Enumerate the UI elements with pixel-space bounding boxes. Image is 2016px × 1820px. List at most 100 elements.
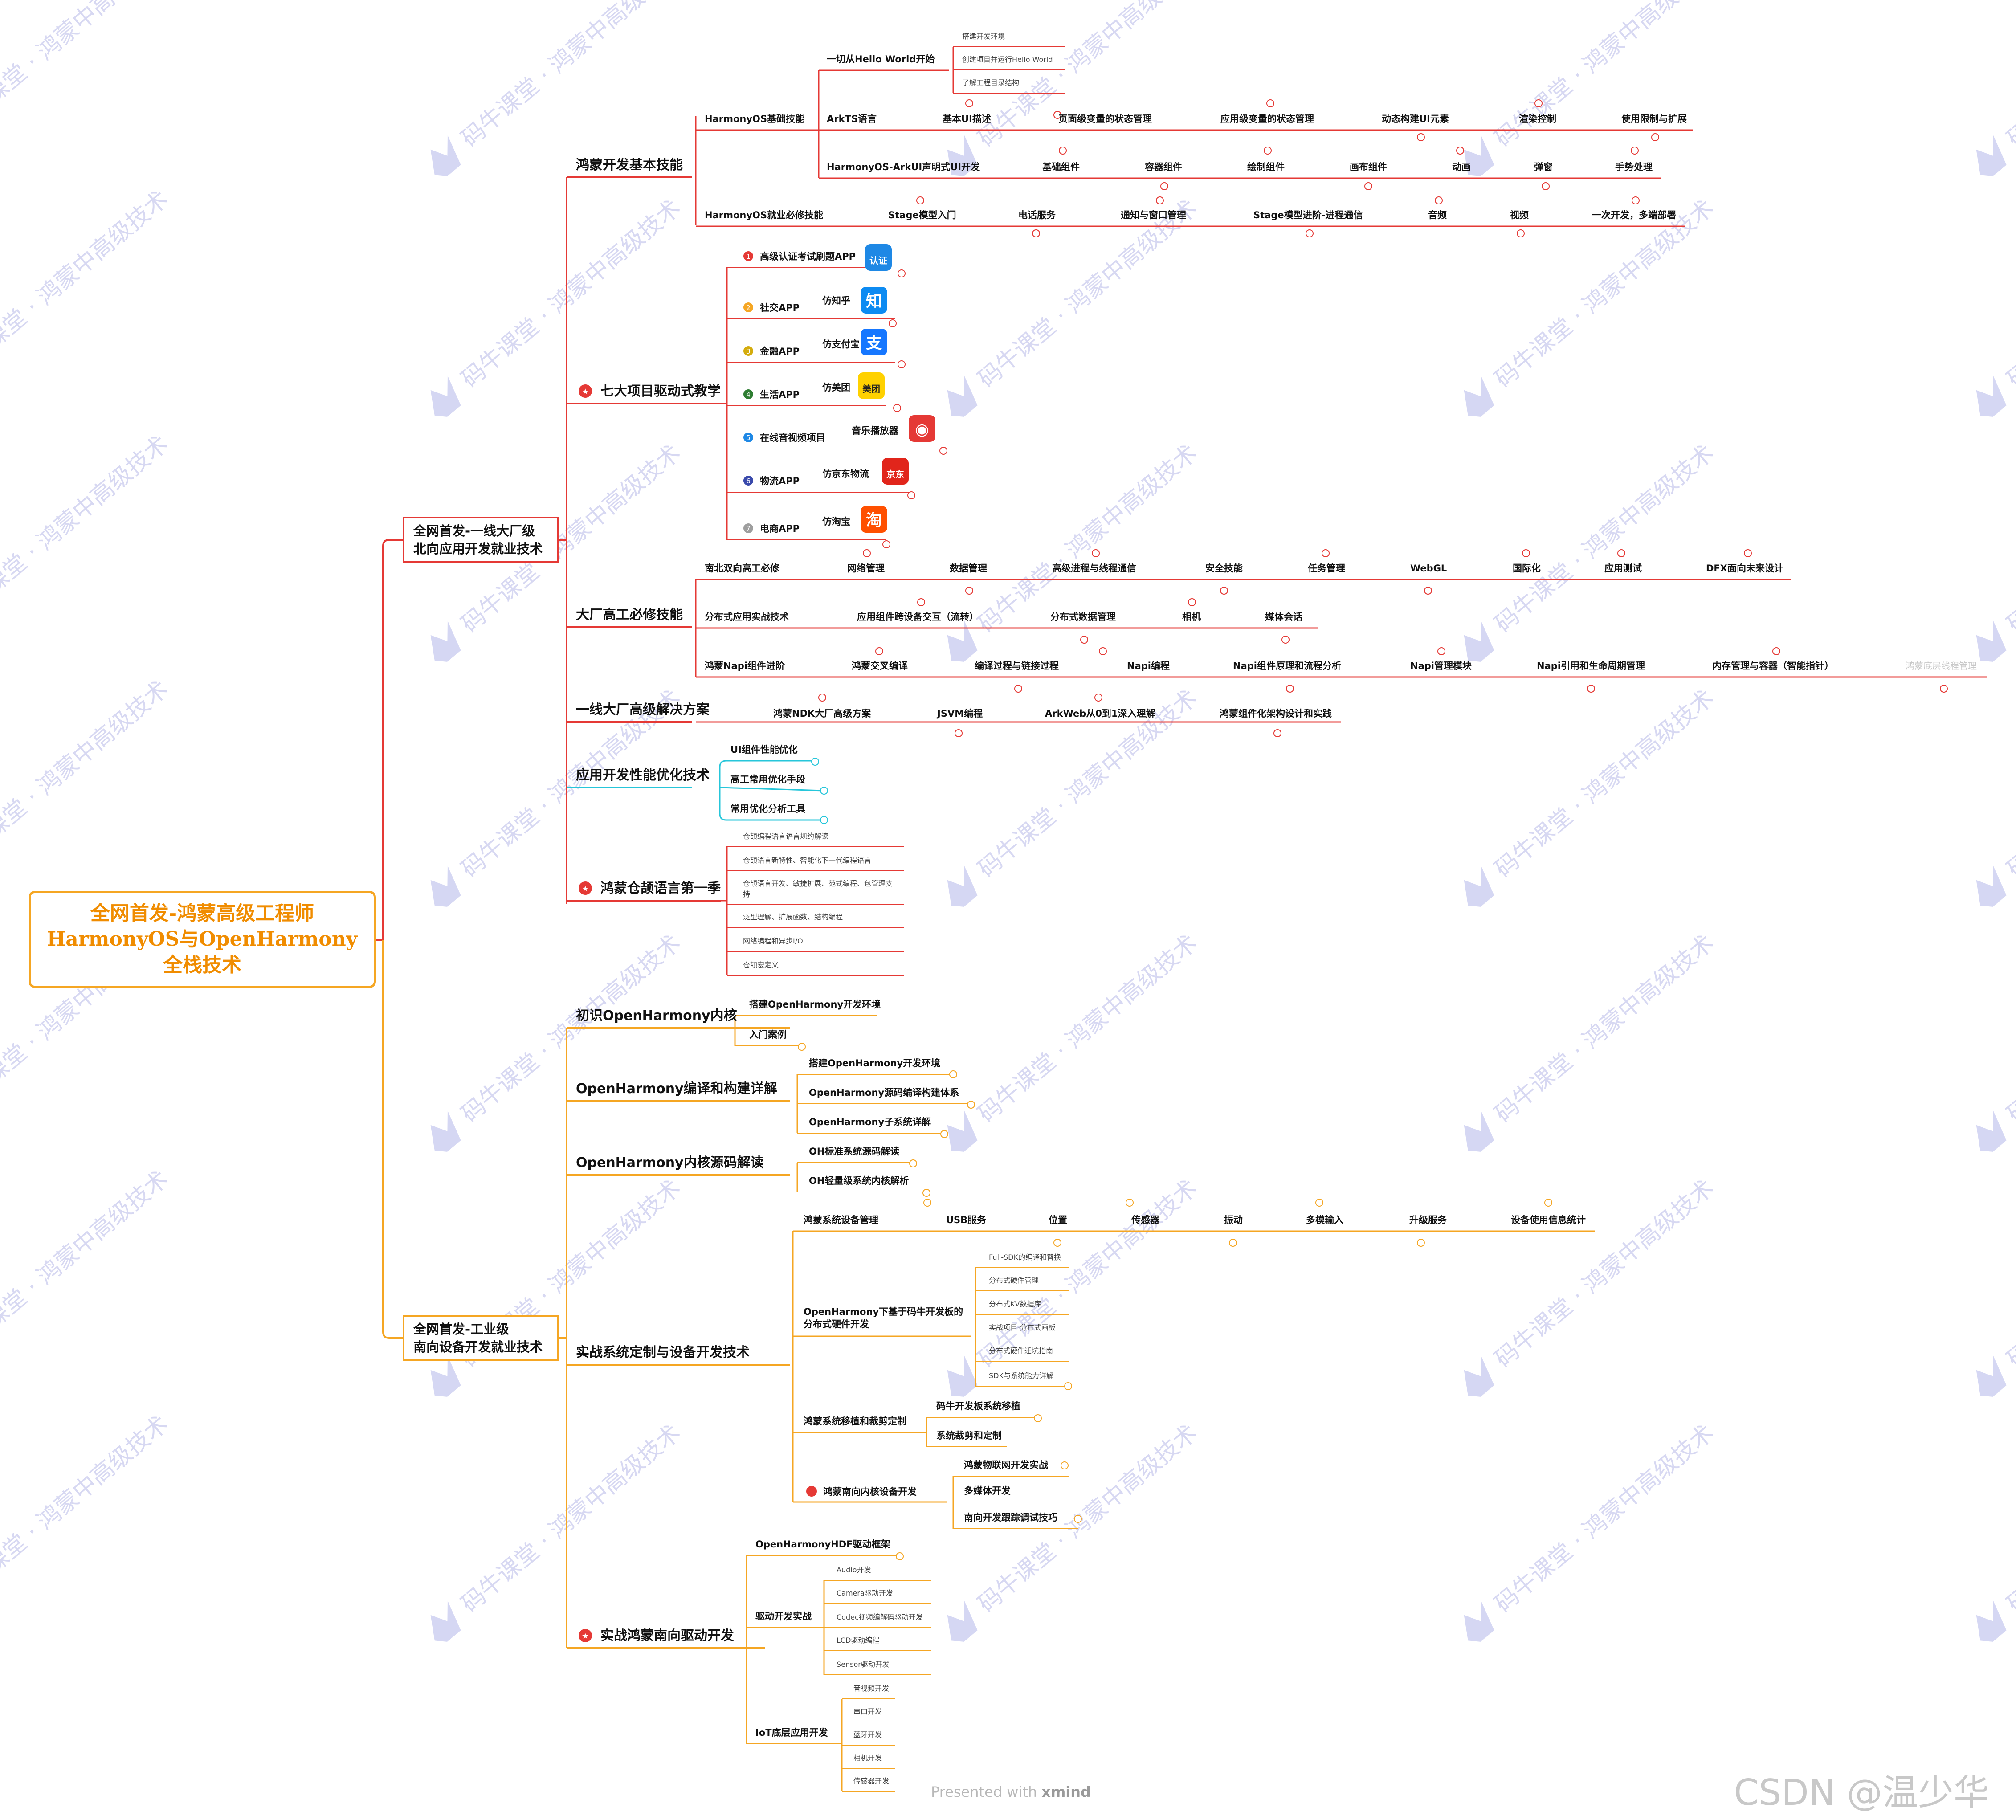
node-sdk1[interactable]: Full-SDK的编译和替换 <box>989 1253 1061 1261</box>
node-b-employ[interactable]: HarmonyOS就业必修技能 <box>705 210 823 220</box>
node-notify[interactable]: 通知与窗口管理 <box>1121 210 1186 220</box>
node-port1[interactable]: 码牛开发板系统移植 <box>936 1401 1020 1412</box>
node-page-state[interactable]: 页面级变量的状态管理 <box>1058 114 1152 124</box>
node-ndk[interactable]: 鸿蒙NDK大厂高级方案 <box>773 708 871 719</box>
node-port2[interactable]: 系统裁剪和定制 <box>936 1430 1002 1441</box>
node-media[interactable]: 媒体会话 <box>1265 612 1302 622</box>
node-cross[interactable]: 应用组件跨设备交互（流转） <box>857 612 979 622</box>
node-iot3[interactable]: 蓝牙开发 <box>853 1730 882 1739</box>
node-ob3[interactable]: OpenHarmony子系统详解 <box>809 1117 931 1127</box>
node-napi[interactable]: 鸿蒙Napi组件进阶 <box>705 661 785 671</box>
node-devmgr[interactable]: 鸿蒙系统设备管理 <box>804 1215 878 1225</box>
node-p7[interactable]: 电商APP <box>760 523 800 534</box>
node-p2a[interactable]: 仿知乎 <box>822 295 850 306</box>
node-p2[interactable]: 社交APP <box>759 302 800 313</box>
node-render[interactable]: 渲染控制 <box>1519 114 1556 124</box>
node-basic-comp[interactable]: 基础组件 <box>1042 162 1080 172</box>
node-p6[interactable]: 物流APP <box>760 476 800 486</box>
node-perf2[interactable]: 高工常用优化手段 <box>730 774 805 785</box>
node-sdk2[interactable]: 分布式硬件管理 <box>989 1276 1039 1285</box>
branch-south-topic[interactable]: 全网首发-工业级 南向设备开发就业技术 <box>403 1315 559 1361</box>
node-iot[interactable]: IoT底层应用开发 <box>755 1727 828 1738</box>
node-iot2[interactable]: 串口开发 <box>853 1707 882 1716</box>
node-container[interactable]: 容器组件 <box>1145 162 1182 172</box>
node-p5a[interactable]: 音乐播放器 <box>852 425 899 436</box>
node-dataman[interactable]: 数据管理 <box>950 563 987 574</box>
root-topic[interactable]: 全网首发-鸿蒙高级工程师 HarmonyOS与OpenHarmony 全栈技术 <box>29 891 376 988</box>
node-vib[interactable]: 振动 <box>1224 1215 1243 1225</box>
node-iot5[interactable]: 传感器开发 <box>853 1777 889 1785</box>
node-video[interactable]: 视频 <box>1510 210 1529 220</box>
node-multi[interactable]: 多模输入 <box>1306 1215 1343 1225</box>
node-net[interactable]: 网络管理 <box>847 563 885 574</box>
node-dyn-ui[interactable]: 动态构建UI元素 <box>1382 114 1449 124</box>
node-cross-compile[interactable]: 鸿蒙交叉编译 <box>852 661 908 671</box>
node-cj2[interactable]: 仓颉语言新特性、智能化下一代编程语言 <box>743 856 871 865</box>
node-of2[interactable]: 入门案例 <box>749 1029 787 1040</box>
node-p3[interactable]: 金融APP <box>759 346 800 357</box>
node-cangjie[interactable]: 鸿蒙仓颉语言第一季 <box>600 881 721 896</box>
node-cj5[interactable]: 网络编程和异步I/O <box>743 937 803 945</box>
node-sdk5[interactable]: 分布式硬件迁坑指南 <box>989 1347 1053 1355</box>
node-p4a[interactable]: 仿美团 <box>822 382 850 393</box>
node-proc[interactable]: 高级进程与线程通信 <box>1052 563 1136 574</box>
node-p4[interactable]: 生活APP <box>760 389 800 400</box>
node-usage[interactable]: 设备使用信息统计 <box>1511 1215 1586 1225</box>
node-arch[interactable]: 鸿蒙组件化架构设计和实践 <box>1220 708 1332 719</box>
node-ok1[interactable]: OH标准系统源码解读 <box>809 1146 899 1157</box>
node-h2[interactable]: 创建项目并运行Hello World <box>962 55 1053 64</box>
node-hw1[interactable]: OpenHarmony下基于码牛开发板的 <box>804 1306 963 1317</box>
node-ob2[interactable]: OpenHarmony源码编译构建体系 <box>809 1087 959 1098</box>
node-cj3[interactable]: 仓颉语言开发、敏捷扩展、范式编程、包管理支 <box>743 879 893 888</box>
node-hello[interactable]: 一切从Hello World开始 <box>827 54 935 65</box>
node-sec[interactable]: 安全技能 <box>1205 563 1243 574</box>
node-iot4[interactable]: 相机开发 <box>853 1754 882 1762</box>
node-p3a[interactable]: 仿支付宝 <box>822 339 860 350</box>
node-p6a[interactable]: 仿京东物流 <box>822 469 869 479</box>
node-p1[interactable]: 高级认证考试刷题APP <box>760 251 856 262</box>
node-cj6[interactable]: 仓颉宏定义 <box>743 961 779 969</box>
node-dist[interactable]: 分布式应用实战技术 <box>705 612 789 622</box>
node-drv5[interactable]: Sensor驱动开发 <box>837 1660 890 1669</box>
node-limits[interactable]: 使用限制与扩展 <box>1621 114 1687 124</box>
node-oh-build[interactable]: OpenHarmony编译和构建详解 <box>576 1081 777 1097</box>
node-cj3b[interactable]: 持 <box>743 890 750 898</box>
node-custom[interactable]: 实战系统定制与设备开发技术 <box>576 1345 750 1360</box>
node-stage-adv[interactable]: Stage模型进阶-进程通信 <box>1253 210 1363 220</box>
node-iot1[interactable]: 音视频开发 <box>853 1684 889 1693</box>
node-napi-mgr[interactable]: Napi管理模块 <box>1410 661 1472 671</box>
node-drv2[interactable]: Camera驱动开发 <box>837 1589 893 1597</box>
node-app-state[interactable]: 应用级变量的状态管理 <box>1220 114 1314 124</box>
node-usb[interactable]: USB服务 <box>946 1215 987 1225</box>
node-deploy[interactable]: 一次开发，多端部署 <box>1592 210 1676 220</box>
node-solutions[interactable]: 一线大厂高级解决方案 <box>576 702 710 718</box>
node-hdf[interactable]: OpenHarmonyHDF驱动框架 <box>755 1539 890 1550</box>
node-stage[interactable]: Stage模型入门 <box>888 210 956 220</box>
node-p7a[interactable]: 仿淘宝 <box>822 516 850 527</box>
node-task[interactable]: 任务管理 <box>1307 563 1345 574</box>
node-arkts[interactable]: ArkTS语言 <box>827 114 877 124</box>
node-cj4[interactable]: 泛型理解、扩展函数、结构编程 <box>743 913 843 921</box>
node-seven[interactable]: 七大项目驱动式教学 <box>600 384 721 399</box>
node-upgrade[interactable]: 升级服务 <box>1409 1215 1447 1225</box>
node-tel[interactable]: 电话服务 <box>1018 210 1056 220</box>
node-napi-flow[interactable]: Napi组件原理和流程分析 <box>1233 661 1341 671</box>
node-oh-first[interactable]: 初识OpenHarmony内核 <box>576 1008 737 1024</box>
node-b-basic[interactable]: HarmonyOS基础技能 <box>705 114 804 124</box>
node-hw2[interactable]: 分布式硬件开发 <box>804 1319 869 1330</box>
node-big-factory[interactable]: 大厂高工必修技能 <box>576 607 683 623</box>
node-lowcode[interactable]: 鸿蒙底层线程管理 <box>1906 661 1977 671</box>
node-sdk4[interactable]: 实战项目-分布式画板 <box>989 1323 1056 1332</box>
node-dfx[interactable]: DFX面向未来设计 <box>1706 563 1783 574</box>
node-of1[interactable]: 搭建OpenHarmony开发环境 <box>749 999 881 1010</box>
node-sdk3[interactable]: 分布式KV数据库 <box>989 1300 1041 1308</box>
node-drv3[interactable]: Codec视频编解码驱动开发 <box>837 1613 923 1621</box>
node-canvas-comp[interactable]: 画布组件 <box>1350 162 1387 172</box>
node-driver[interactable]: 实战鸿蒙南向驱动开发 <box>600 1628 734 1644</box>
node-sdk6[interactable]: SDK与系统能力详解 <box>989 1371 1053 1380</box>
node-arkui[interactable]: HarmonyOS-ArkUI声明式UI开发 <box>827 162 980 172</box>
node-cj1[interactable]: 仓颉编程语言语言规约解读 <box>743 832 828 841</box>
node-webgl[interactable]: WebGL <box>1410 563 1447 574</box>
node-audio[interactable]: 音频 <box>1428 210 1447 220</box>
node-ob1[interactable]: 搭建OpenHarmony开发环境 <box>809 1058 940 1069</box>
